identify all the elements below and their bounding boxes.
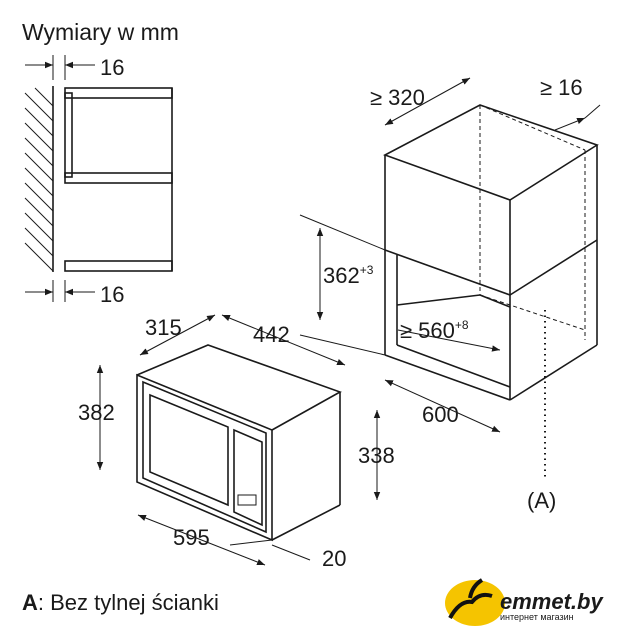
title: Wymiary w mm bbox=[22, 19, 179, 45]
side-view bbox=[24, 55, 173, 302]
appliance-body-height: 338 bbox=[358, 443, 395, 468]
appliance-body-width: 442 bbox=[253, 322, 290, 347]
marker-a: (A) bbox=[527, 488, 556, 513]
appliance-front-depth: 20 bbox=[322, 546, 346, 571]
niche-width: ≥ 560+8 bbox=[400, 318, 469, 343]
appliance-depth: 315 bbox=[145, 315, 182, 340]
cabinet-drawing bbox=[299, 77, 601, 480]
cabinet-depth-min: ≥ 320 bbox=[370, 85, 425, 110]
cabinet-side-min: ≥ 16 bbox=[540, 75, 583, 100]
niche-height: 362+3 bbox=[323, 263, 374, 288]
cabinet-width: 600 bbox=[422, 402, 459, 427]
appliance-front-width: 595 bbox=[173, 525, 210, 550]
appliance-front-height: 382 bbox=[78, 400, 115, 425]
logo-brand: emmet.by bbox=[500, 589, 604, 614]
side-bottom-dim: 16 bbox=[100, 282, 124, 307]
side-top-dim: 16 bbox=[100, 55, 124, 80]
note: A: Bez tylnej ścianki bbox=[22, 590, 219, 615]
emmet-logo: emmet.by интернет магазин bbox=[445, 578, 604, 626]
microwave-drawing bbox=[96, 314, 381, 566]
logo-tagline: интернет магазин bbox=[500, 612, 574, 622]
